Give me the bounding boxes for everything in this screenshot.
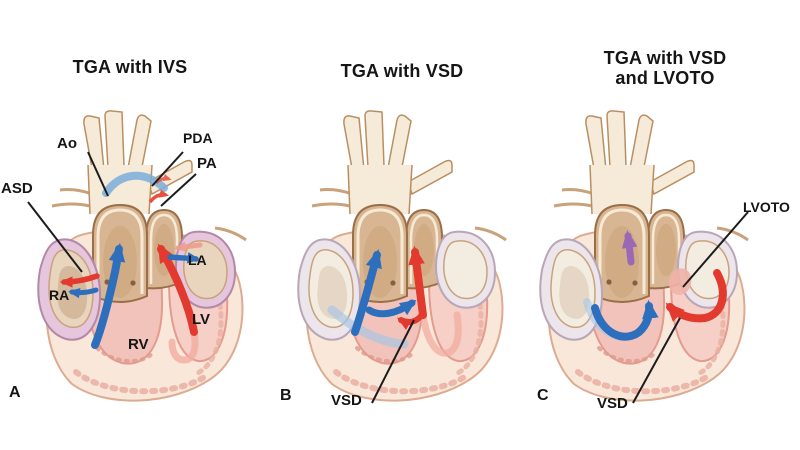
panel-b-letter: B <box>280 387 292 404</box>
vsd-red-hook-arrow <box>396 313 424 331</box>
ao-pointer-line <box>87 151 109 197</box>
asd-blue-arrow-ra <box>68 287 99 299</box>
pda-pointer-line <box>151 151 184 187</box>
lv-to-pa-red-arrow <box>408 245 427 319</box>
label-aorta: Ao <box>57 135 77 152</box>
asd-blue-arrow-la <box>167 252 201 264</box>
label-pda: PDA <box>183 130 213 146</box>
ductal-flow-arc <box>102 171 168 197</box>
lvoto-pointer-line <box>682 211 749 288</box>
panel-a-title: TGA with IVS <box>72 57 188 77</box>
asd-red-arrow-ra <box>59 273 100 288</box>
rv-blue-hook-arrow <box>591 299 659 341</box>
heart-illustration-c <box>535 110 800 450</box>
mixed-purple-arrow <box>621 230 638 266</box>
panel-c-title: TGA with VSD and LVOTO <box>603 48 727 88</box>
rv-to-aorta-blue-arrow <box>351 248 382 336</box>
lvoto-obstruction <box>668 268 692 295</box>
lv-to-pa-red-arrow <box>157 243 198 336</box>
asd-pointer-line <box>27 201 83 273</box>
label-vsd-b: VSD <box>331 392 362 409</box>
vsd-blue-branch-arrow <box>365 299 417 318</box>
panel-b-title: TGA with VSD <box>340 61 464 81</box>
label-right-ventricle: RV <box>128 336 149 353</box>
vsd-pointer-line <box>371 319 415 404</box>
label-left-ventricle: LV <box>192 311 211 328</box>
label-pa: PA <box>197 155 217 172</box>
label-right-atrium: RA <box>49 287 70 303</box>
label-asd: ASD <box>1 180 33 197</box>
rv-to-aorta-blue-arrow <box>91 242 126 349</box>
label-lvoto: LVOTO <box>743 199 790 215</box>
asd-red-arrow-la <box>174 241 203 252</box>
panel-c-letter: C <box>537 387 549 404</box>
vsd-pointer-line <box>632 317 681 404</box>
heart-illustration-b <box>280 110 530 450</box>
heart-illustration-a <box>27 110 270 450</box>
panel-a-letter: A <box>9 384 21 401</box>
label-left-atrium: LA <box>188 252 207 268</box>
label-vsd-c: VSD <box>597 395 628 412</box>
pa-pointer-line <box>160 173 197 207</box>
lv-red-hook-arrow <box>665 269 727 323</box>
